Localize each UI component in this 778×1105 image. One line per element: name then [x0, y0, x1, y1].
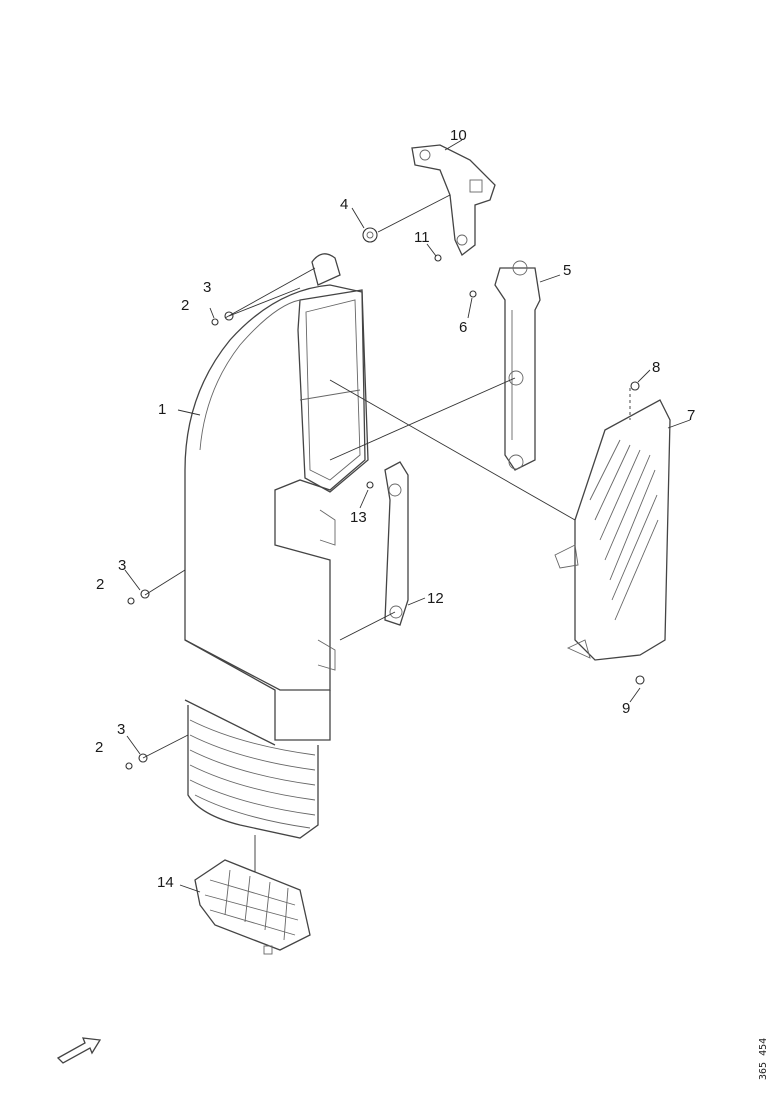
callout-1: 1 — [158, 401, 167, 418]
part-5-hinge-bracket — [494, 260, 541, 471]
callout-13: 13 — [350, 509, 367, 526]
leader-lines — [124, 139, 691, 893]
callout-14: 14 — [157, 874, 174, 891]
callout-2-low: 2 — [95, 739, 104, 756]
callout-3-low: 3 — [117, 721, 126, 738]
fastener-9 — [635, 675, 645, 685]
part-12-bracket — [384, 461, 409, 626]
callout-2-mid: 2 — [96, 576, 105, 593]
fastener-8 — [630, 381, 640, 391]
callout-3-top: 3 — [203, 279, 212, 296]
part-1-air-duct — [184, 253, 369, 839]
fastener-2-low — [125, 762, 133, 770]
callout-3-mid: 3 — [118, 557, 127, 574]
callout-12: 12 — [427, 590, 444, 607]
fastener-6 — [469, 290, 477, 298]
fastener-4 — [362, 227, 378, 243]
fastener-3-mid — [140, 589, 150, 599]
part-14-lower-grille — [194, 859, 311, 955]
callout-5: 5 — [563, 262, 572, 279]
arrow-icon — [56, 1037, 102, 1064]
callout-2-top: 2 — [181, 297, 190, 314]
callout-7: 7 — [687, 407, 696, 424]
callout-9: 9 — [622, 700, 631, 717]
part-7-side-grille — [554, 399, 671, 661]
callout-8: 8 — [652, 359, 661, 376]
fastener-2-mid — [127, 597, 135, 605]
callout-11: 11 — [414, 229, 430, 246]
fastener-2-top — [211, 318, 219, 326]
drawing-code: 365 454 — [758, 1037, 769, 1080]
part-10-hinge-bracket — [411, 144, 496, 257]
callout-10: 10 — [450, 127, 467, 144]
callout-6: 6 — [459, 319, 468, 336]
fastener-11 — [434, 254, 442, 262]
fastener-13 — [366, 481, 374, 489]
callout-4: 4 — [340, 196, 349, 213]
